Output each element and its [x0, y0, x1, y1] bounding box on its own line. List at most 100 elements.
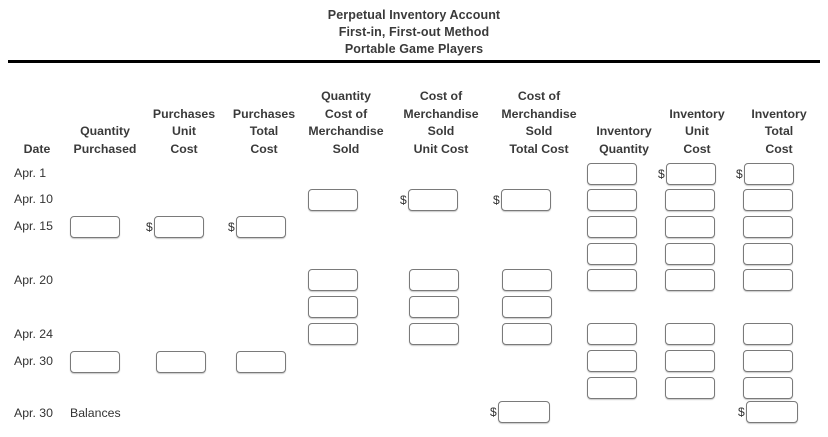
cell-inventory-total-cost-7	[743, 350, 793, 372]
input-apr10-quantity-cogs[interactable]	[308, 189, 358, 211]
input-apr20b-quantity-cogs[interactable]	[308, 296, 358, 318]
input-apr30-purchases-unit-cost[interactable]	[156, 351, 206, 373]
input-inventory-total-cost-2[interactable]	[743, 189, 793, 211]
cell-apr10-cogs-total-cost: $	[493, 189, 551, 211]
input-inventory-total-cost-4[interactable]	[743, 243, 793, 265]
input-apr20a-cogs-unit-cost[interactable]	[409, 269, 459, 291]
cell-apr15-purchases-unit-cost: $	[146, 216, 204, 238]
input-apr15-quantity-purchased[interactable]	[70, 216, 120, 238]
cell-inventory-unit-cost-1: $	[658, 163, 716, 185]
cell-apr15-purchases-total-cost: $	[228, 216, 286, 238]
dollar-sign-icon: $	[228, 220, 235, 234]
cell-inventory-total-cost-5	[743, 269, 793, 291]
input-inventory-quantity-4[interactable]	[587, 243, 637, 265]
cell-inventory-unit-cost-3	[665, 216, 715, 238]
cell-inventory-quantity-5	[587, 269, 637, 291]
input-inventory-total-cost-5[interactable]	[743, 269, 793, 291]
cell-apr15-quantity-purchased	[70, 216, 120, 238]
input-apr10-cogs-unit-cost[interactable]	[407, 189, 458, 211]
cell-inventory-unit-cost-6	[665, 323, 715, 345]
input-apr15-purchases-unit-cost[interactable]	[153, 216, 204, 238]
input-apr20a-cogs-total-cost[interactable]	[502, 269, 552, 291]
input-inventory-unit-cost-6[interactable]	[665, 323, 715, 345]
cell-inventory-unit-cost-7	[665, 350, 715, 372]
cell-inventory-unit-cost-8	[665, 377, 715, 399]
column-header-date: Date	[23, 141, 51, 156]
row-date-apr-1: Apr. 1	[14, 166, 47, 180]
input-inventory-unit-cost-8[interactable]	[665, 377, 715, 399]
cell-inventory-total-cost-3	[743, 216, 793, 238]
cell-inventory-unit-cost-4	[665, 243, 715, 265]
input-apr24-cogs-total-cost[interactable]	[502, 323, 552, 345]
input-inventory-total-cost-8[interactable]	[743, 377, 793, 399]
cell-apr20a-cogs-unit-cost	[409, 269, 459, 291]
cell-inventory-total-cost-8	[743, 377, 793, 399]
input-apr20b-cogs-unit-cost[interactable]	[409, 296, 459, 318]
row-date-apr-10: Apr. 10	[14, 192, 53, 206]
input-inventory-quantity-6[interactable]	[587, 323, 637, 345]
input-inventory-unit-cost-2[interactable]	[665, 189, 715, 211]
title-line-3: Portable Game Players	[344, 42, 484, 56]
dollar-sign-icon: $	[738, 405, 745, 419]
input-inventory-quantity-7[interactable]	[587, 350, 637, 372]
cell-apr24-quantity-cogs	[308, 323, 358, 345]
dollar-sign-icon: $	[490, 405, 497, 419]
cell-inventory-quantity-7	[587, 350, 637, 372]
cell-apr30-purchases-total-cost	[236, 351, 286, 373]
cell-inventory-total-cost-1: $	[736, 163, 794, 185]
input-apr15-purchases-total-cost[interactable]	[235, 216, 286, 238]
cell-inventory-quantity-4	[587, 243, 637, 265]
input-apr30-purchases-total-cost[interactable]	[236, 351, 286, 373]
input-inventory-quantity-2[interactable]	[587, 189, 637, 211]
dollar-sign-icon: $	[658, 167, 665, 181]
dollar-sign-icon: $	[400, 193, 407, 207]
input-inventory-quantity-8[interactable]	[587, 377, 637, 399]
input-inventory-total-cost-7[interactable]	[743, 350, 793, 372]
header-divider-rule	[8, 60, 820, 63]
input-inventory-total-cost-3[interactable]	[743, 216, 793, 238]
row-date-apr-20: Apr. 20	[14, 273, 53, 287]
balances-label: Balances	[70, 406, 121, 420]
input-inventory-unit-cost-3[interactable]	[665, 216, 715, 238]
cell-apr10-quantity-cogs	[308, 189, 358, 211]
cell-inventory-total-cost-6	[743, 323, 793, 345]
row-date-apr-30: Apr. 30	[14, 354, 53, 368]
title-line-1: Perpetual Inventory Account	[327, 8, 501, 22]
input-apr20a-quantity-cogs[interactable]	[308, 269, 358, 291]
input-inventory-unit-cost-1[interactable]	[665, 163, 716, 185]
cell-inventory-quantity-8	[587, 377, 637, 399]
cell-balances-cogs-total-cost: $	[490, 401, 550, 423]
input-inventory-unit-cost-5[interactable]	[665, 269, 715, 291]
cell-inventory-quantity-6	[587, 323, 637, 345]
input-inventory-quantity-1[interactable]	[587, 163, 637, 185]
input-apr24-cogs-unit-cost[interactable]	[409, 323, 459, 345]
input-inventory-quantity-3[interactable]	[587, 216, 637, 238]
input-apr20b-cogs-total-cost[interactable]	[502, 296, 552, 318]
input-inventory-total-cost-6[interactable]	[743, 323, 793, 345]
input-inventory-quantity-5[interactable]	[587, 269, 637, 291]
cell-inventory-total-cost-4	[743, 243, 793, 265]
input-balances-cogs-total-cost[interactable]	[497, 401, 550, 423]
dollar-sign-icon: $	[146, 220, 153, 234]
input-apr24-quantity-cogs[interactable]	[308, 323, 358, 345]
row-date-apr-30-balances: Apr. 30	[14, 406, 53, 420]
input-inventory-total-cost-1[interactable]	[743, 163, 794, 185]
input-apr30-quantity-purchased[interactable]	[70, 351, 120, 373]
input-inventory-unit-cost-4[interactable]	[665, 243, 715, 265]
input-apr10-cogs-total-cost[interactable]	[500, 189, 551, 211]
input-balances-inventory-total-cost[interactable]	[745, 401, 798, 423]
row-date-apr-15: Apr. 15	[14, 219, 53, 233]
cell-apr20b-cogs-total-cost	[502, 296, 552, 318]
cell-inventory-total-cost-2	[743, 189, 793, 211]
dollar-sign-icon: $	[736, 167, 743, 181]
cell-inventory-unit-cost-2	[665, 189, 715, 211]
input-inventory-unit-cost-7[interactable]	[665, 350, 715, 372]
